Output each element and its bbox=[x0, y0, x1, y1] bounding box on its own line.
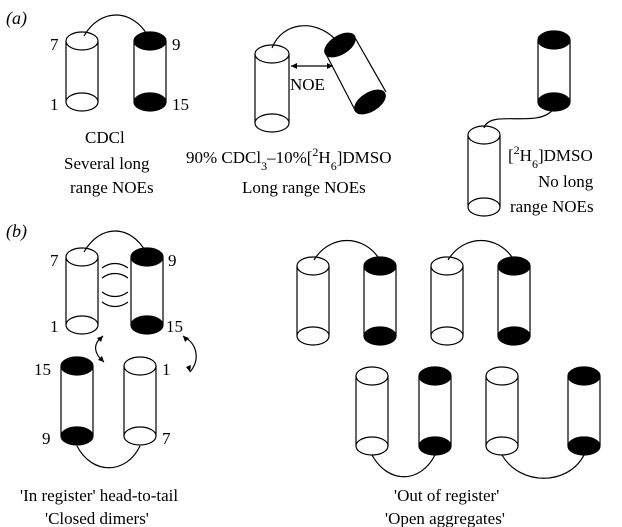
residue-label: 9 bbox=[172, 35, 181, 54]
cylinder-open bbox=[123, 356, 157, 446]
closed-dimer bbox=[60, 230, 197, 469]
caption-line: Several long bbox=[64, 154, 150, 173]
cylinder-filled bbox=[60, 356, 94, 446]
cylinder-filled bbox=[567, 366, 601, 456]
cylinder-filled bbox=[133, 31, 167, 112]
solvent-label-mixed: 90% CDCl3–10%[2H6]DMSO bbox=[186, 145, 392, 173]
cylinder-open bbox=[65, 31, 99, 112]
cylinder-open bbox=[65, 247, 99, 335]
cylinder-open bbox=[254, 44, 290, 133]
cylinder-filled bbox=[497, 256, 531, 346]
solvent-label-dmso: [2H6]DMSO bbox=[508, 143, 593, 171]
panel-b-label: (b) bbox=[6, 221, 27, 242]
residue-label: 7 bbox=[50, 35, 59, 54]
noe-label: NOE bbox=[290, 75, 325, 94]
cylinder-filled bbox=[537, 30, 571, 112]
cylinder-open bbox=[485, 366, 519, 456]
residue-label: 15 bbox=[34, 360, 51, 379]
cylinder-open bbox=[355, 366, 389, 456]
residue-label: 9 bbox=[168, 251, 177, 270]
caption-line: 'Out of register' bbox=[394, 486, 499, 505]
cylinder-open bbox=[296, 256, 330, 346]
caption-line: 'Open aggregates' bbox=[385, 509, 505, 527]
residue-label: 9 bbox=[42, 429, 51, 448]
cylinder-filled bbox=[363, 256, 397, 346]
cylinder-filled bbox=[418, 366, 452, 456]
caption-line: range NOEs bbox=[510, 197, 594, 216]
open-aggregates bbox=[296, 239, 601, 479]
caption-line: range NOEs bbox=[70, 178, 154, 197]
unfolded-dmso bbox=[467, 30, 571, 217]
residue-label: 7 bbox=[162, 429, 171, 448]
solvent-label-cdcl: CDCl bbox=[85, 128, 125, 147]
cylinder-filled-tilted bbox=[324, 32, 387, 115]
panel-a-label: (a) bbox=[6, 8, 27, 29]
residue-label: 15 bbox=[166, 317, 183, 336]
cylinder-open bbox=[467, 125, 501, 217]
caption-line: Long range NOEs bbox=[242, 178, 366, 197]
residue-label: 1 bbox=[162, 360, 171, 379]
residue-label: 1 bbox=[50, 95, 59, 114]
caption-line: 'Closed dimers' bbox=[45, 509, 149, 527]
hairpin-cdcl bbox=[65, 14, 167, 112]
caption-line: No long bbox=[538, 172, 594, 191]
residue-label: 7 bbox=[50, 251, 59, 270]
residue-label: 15 bbox=[172, 95, 189, 114]
cylinder-open bbox=[430, 256, 464, 346]
caption-line: 'In register' head-to-tail bbox=[20, 486, 178, 505]
cylinder-filled bbox=[130, 247, 164, 335]
residue-label: 1 bbox=[50, 317, 59, 336]
hairpin-mixed bbox=[254, 25, 387, 133]
